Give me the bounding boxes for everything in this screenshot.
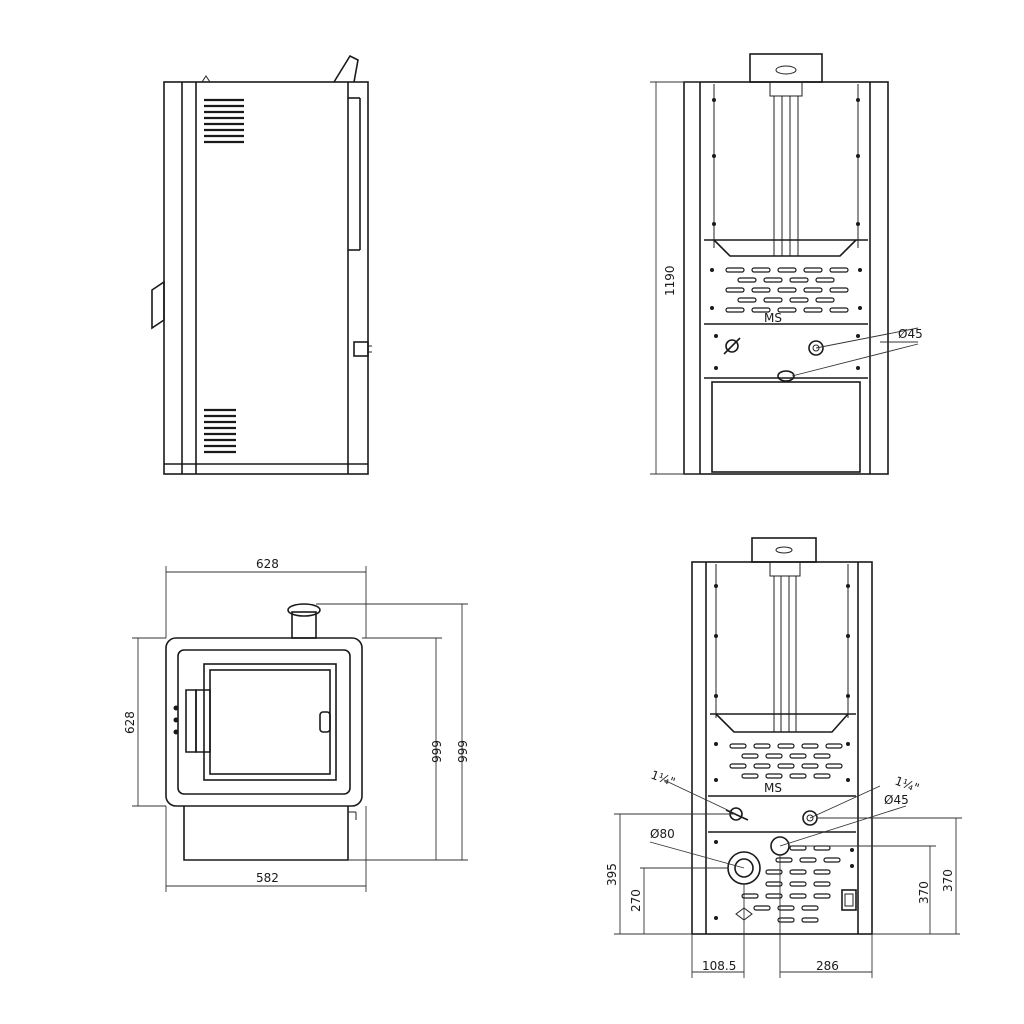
back-width-108-label: 108.5 <box>702 959 736 973</box>
back-lower-pipe80-label: Ø80 <box>650 827 675 841</box>
back-height-370b-label: 370 <box>941 869 955 892</box>
back-height-370a-label: 370 <box>917 881 931 904</box>
back-lower-pipe45-label: Ø45 <box>884 793 909 807</box>
back-lower-slots-lower <box>741 845 841 923</box>
back-height-270-label: 270 <box>629 889 643 912</box>
height-dimension-label: 1190 <box>663 265 677 296</box>
back-upper-logo: MS <box>764 311 782 325</box>
top-width-label: 628 <box>256 557 279 571</box>
top-depth-a-label: 666 <box>429 740 443 763</box>
side-vent-bottom <box>204 408 236 454</box>
top-view: 628 628 666 666 582 <box>123 557 469 892</box>
back-lower-logo: MS <box>764 781 782 795</box>
back-upper-pipe-label: Ø45 <box>898 327 923 341</box>
top-bottom-width-label: 582 <box>256 871 279 885</box>
back-height-395-label: 395 <box>605 863 619 886</box>
back-upper-slots <box>725 267 849 313</box>
top-depth-b-label: 666 <box>455 740 469 763</box>
side-vent-top <box>204 98 244 144</box>
back-view-upper: MS Ø45 1190 <box>650 53 923 475</box>
top-depth-left-label: 628 <box>123 711 137 734</box>
back-lower-slots-upper <box>729 743 843 779</box>
back-view-lower: MS 1¼" 1¼" Ø45 Ø80 <box>605 537 962 978</box>
side-view <box>151 54 372 475</box>
back-width-286-label: 286 <box>816 959 839 973</box>
back-small-left-label: 1¼" <box>649 768 677 790</box>
